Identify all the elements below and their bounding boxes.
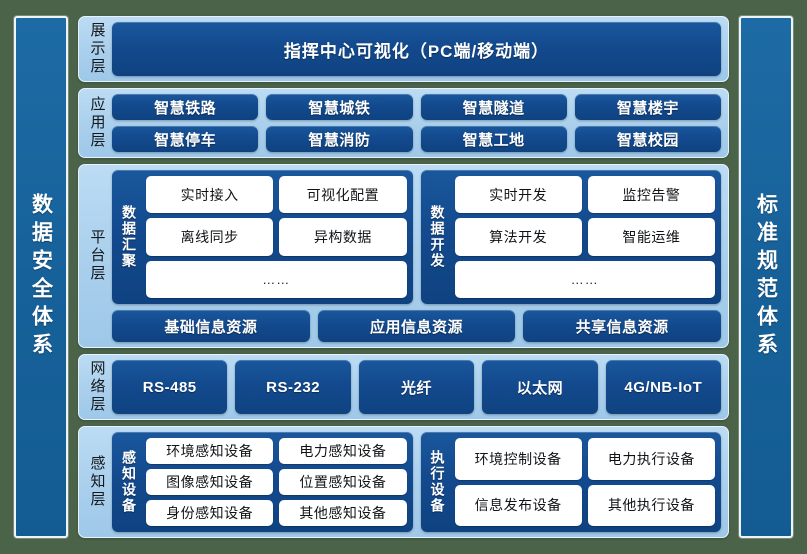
cell-monitoring-alarm[interactable]: 监控告警 [587,176,715,214]
platform-group-data-aggregation: 数据汇聚 实时接入 可视化配置 离线同步 异构数据 [112,170,413,304]
application-row-2: 智慧停车 智慧消防 智慧工地 智慧校园 [112,126,721,152]
cell-realtime-ingest[interactable]: 实时接入 [146,176,274,214]
actuator-devices-row-1: 环境控制设备 电力执行设备 [454,438,715,480]
app-item-smart-railway[interactable]: 智慧铁路 [112,94,259,120]
platform-groups-row: 数据汇聚 实时接入 可视化配置 离线同步 异构数据 [112,170,721,304]
layer-platform-label: 平台层 [88,229,106,283]
network-item-fiber[interactable]: 光纤 [358,360,475,414]
cell-visual-config[interactable]: 可视化配置 [279,176,407,214]
group-label-data-development: 数据开发 [429,205,446,269]
cell-other-actuator-device[interactable]: 其他执行设备 [587,484,715,526]
display-item-command-center[interactable]: 指挥中心可视化（PC端/移动端） [112,22,721,76]
app-item-smart-building[interactable]: 智慧楼宇 [574,94,721,120]
layer-display-label: 展示层 [88,22,106,76]
group-grid-sensing-devices: 环境感知设备 电力感知设备 图像感知设备 位置感知设备 身份感知设备 其他感知设… [146,438,407,526]
layer-display-row: 指挥中心可视化（PC端/移动端） [112,22,721,76]
app-item-smart-campus[interactable]: 智慧校园 [574,126,721,152]
layer-platform: 平台层 数据汇聚 实时接入 可视化配置 [78,164,729,348]
right-pillar-standard-specification: 标准规范体系 [739,16,793,538]
right-pillar-label: 标准规范体系 [754,193,778,361]
cell-information-release-device[interactable]: 信息发布设备 [454,484,582,526]
network-item-4g-nbiot[interactable]: 4G/NB-IoT [605,360,722,414]
cell-environment-control-device[interactable]: 环境控制设备 [454,438,582,480]
cell-data-development-more[interactable]: …… [454,260,715,298]
application-row-1: 智慧铁路 智慧城铁 智慧隧道 智慧楼宇 [112,94,721,120]
group-label-box-actuator-devices: 执行设备 [427,438,449,526]
app-item-smart-urban-rail[interactable]: 智慧城铁 [266,94,413,120]
group-label-data-aggregation: 数据汇聚 [121,205,137,269]
group-grid-data-development: 实时开发 监控告警 算法开发 智能运维 …… [454,176,715,298]
layer-application-label-box: 应用层 [82,94,112,152]
app-item-smart-construction-site[interactable]: 智慧工地 [420,126,567,152]
layer-network-label: 网络层 [88,360,106,414]
left-pillar-label: 数据安全体系 [29,193,53,361]
cell-data-aggregation-more[interactable]: …… [146,260,407,298]
sensing-groups-row: 感知设备 环境感知设备 电力感知设备 图像感知设备 位置感知设备 [112,432,721,532]
layer-network-label-box: 网络层 [82,360,112,414]
app-item-smart-firefighting[interactable]: 智慧消防 [266,126,413,152]
layer-network: 网络层 RS-485 RS-232 光纤 以太网 4G/NB-IoT [78,354,729,420]
sensing-group-sensing-devices: 感知设备 环境感知设备 电力感知设备 图像感知设备 位置感知设备 [112,432,413,532]
network-item-rs485[interactable]: RS-485 [112,360,228,414]
group-label-actuator-devices: 执行设备 [429,450,446,514]
layer-sensing-body: 感知设备 环境感知设备 电力感知设备 图像感知设备 位置感知设备 [112,432,721,532]
sensing-devices-row-2: 图像感知设备 位置感知设备 [146,469,407,495]
app-item-smart-tunnel[interactable]: 智慧隧道 [420,94,567,120]
layer-platform-body: 数据汇聚 实时接入 可视化配置 离线同步 异构数据 [112,170,722,342]
resource-shared-information[interactable]: 共享信息资源 [523,310,722,342]
resource-basic-information[interactable]: 基础信息资源 [112,310,310,342]
data-aggregation-row-3: …… [146,260,407,298]
cell-image-sensing-device[interactable]: 图像感知设备 [146,469,274,495]
data-aggregation-row-2: 离线同步 异构数据 [146,218,407,256]
cell-offline-sync[interactable]: 离线同步 [146,218,274,256]
data-development-row-3: …… [454,260,715,298]
cell-heterogeneous-data[interactable]: 异构数据 [279,218,407,256]
cell-power-sensing-device[interactable]: 电力感知设备 [279,438,407,464]
layer-application: 应用层 智慧铁路 智慧城铁 智慧隧道 智慧楼宇 智慧停车 智慧消防 智慧工地 智… [78,88,729,158]
cell-realtime-development[interactable]: 实时开发 [454,176,582,214]
data-aggregation-row-1: 实时接入 可视化配置 [146,176,407,214]
sensing-group-actuator-devices: 执行设备 环境控制设备 电力执行设备 信息发布设备 其他执行设备 [420,432,721,532]
cell-other-sensing-device[interactable]: 其他感知设备 [279,500,407,526]
layer-stack: 展示层 指挥中心可视化（PC端/移动端） 应用层 智慧铁路 智慧城铁 智慧隧道 … [78,16,729,538]
cell-algorithm-development[interactable]: 算法开发 [454,218,582,256]
cell-power-actuator-device[interactable]: 电力执行设备 [587,438,715,480]
layer-network-body: RS-485 RS-232 光纤 以太网 4G/NB-IoT [112,360,722,414]
cell-location-sensing-device[interactable]: 位置感知设备 [279,469,407,495]
layer-sensing-label: 感知层 [88,455,106,509]
layer-sensing-label-box: 感知层 [82,432,112,532]
layer-sensing: 感知层 感知设备 环境感知设备 电力感知设备 [78,426,729,538]
resource-application-information[interactable]: 应用信息资源 [317,310,516,342]
data-development-row-1: 实时开发 监控告警 [454,176,715,214]
cell-identity-sensing-device[interactable]: 身份感知设备 [146,500,274,526]
layer-application-label: 应用层 [88,96,106,150]
group-label-box-sensing-devices: 感知设备 [118,438,140,526]
platform-group-data-development: 数据开发 实时开发 监控告警 算法开发 智能运维 [420,170,721,304]
cell-intelligent-ops[interactable]: 智能运维 [587,218,715,256]
cell-environment-sensing-device[interactable]: 环境感知设备 [146,438,274,464]
sensing-devices-row-1: 环境感知设备 电力感知设备 [146,438,407,464]
network-row: RS-485 RS-232 光纤 以太网 4G/NB-IoT [112,360,722,414]
left-pillar-data-security: 数据安全体系 [14,16,68,538]
group-grid-data-aggregation: 实时接入 可视化配置 离线同步 异构数据 …… [146,176,407,298]
group-label-box-data-development: 数据开发 [427,176,449,298]
network-item-ethernet[interactable]: 以太网 [482,360,598,414]
data-development-row-2: 算法开发 智能运维 [454,218,715,256]
sensing-devices-row-3: 身份感知设备 其他感知设备 [146,500,407,526]
app-item-smart-parking[interactable]: 智慧停车 [112,126,259,152]
group-label-sensing-devices: 感知设备 [121,450,137,514]
layer-display: 展示层 指挥中心可视化（PC端/移动端） [78,16,729,82]
layer-application-body: 智慧铁路 智慧城铁 智慧隧道 智慧楼宇 智慧停车 智慧消防 智慧工地 智慧校园 [112,94,721,152]
layer-display-label-box: 展示层 [82,22,112,76]
group-grid-actuator-devices: 环境控制设备 电力执行设备 信息发布设备 其他执行设备 [454,438,715,526]
layer-display-body: 指挥中心可视化（PC端/移动端） [112,22,721,76]
layer-platform-label-box: 平台层 [82,170,112,342]
platform-resources-row: 基础信息资源 应用信息资源 共享信息资源 [112,310,722,342]
group-label-box-data-aggregation: 数据汇聚 [118,176,140,298]
actuator-devices-row-2: 信息发布设备 其他执行设备 [454,484,715,526]
network-item-rs232[interactable]: RS-232 [235,360,351,414]
